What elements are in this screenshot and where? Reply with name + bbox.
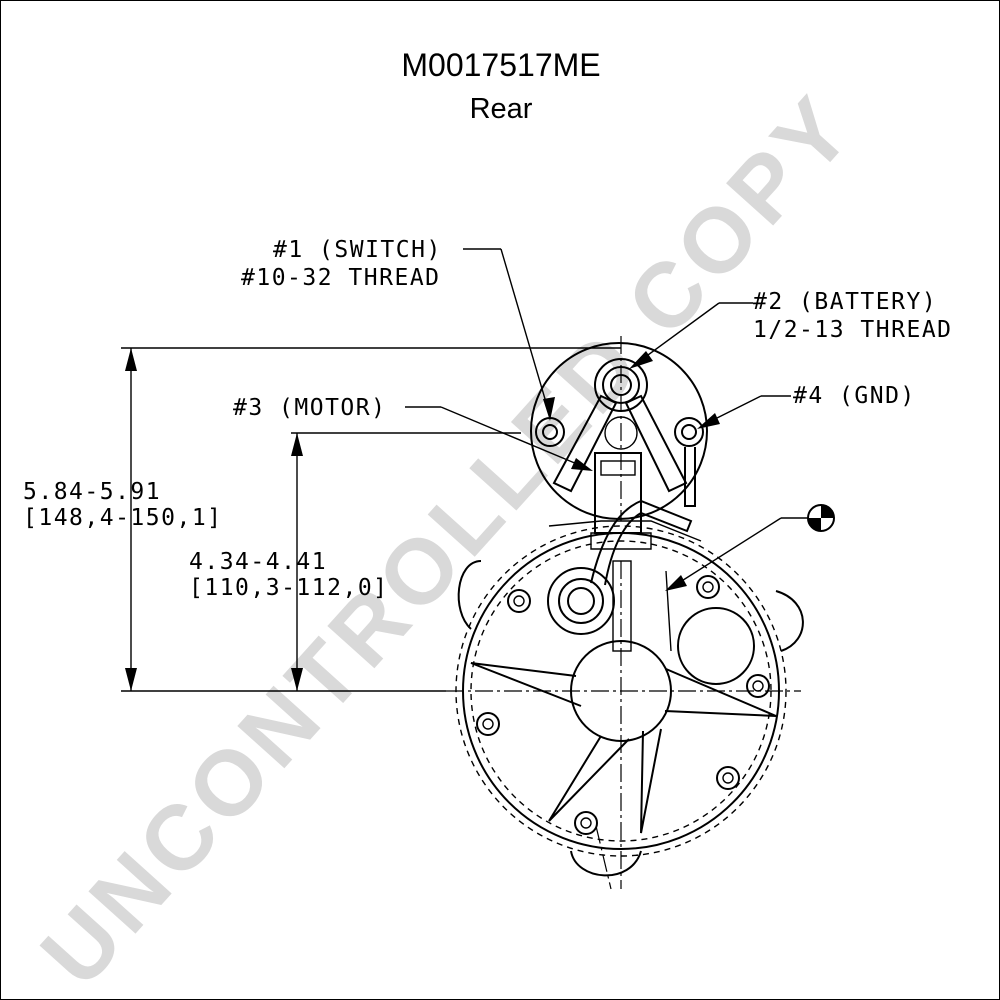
view-label: Rear [470, 93, 533, 125]
ground-terminal [674, 417, 704, 507]
motor-height-dimension [291, 432, 521, 691]
center-of-gravity-symbol [665, 504, 835, 591]
end-frame-arms [470, 560, 777, 834]
mounting-holes [476, 575, 770, 835]
motor-callout-label: #3 (MOTOR) [233, 395, 386, 421]
overall-height-mm: [148,4-150,1] [23, 505, 223, 531]
brush-inspection-boss [677, 607, 755, 685]
battery-callout-label: #2 (BATTERY) [753, 289, 937, 315]
overall-height-dimension [121, 347, 621, 692]
part-number-title: M0017517ME [401, 47, 600, 83]
switch-callout-thread: #10-32 THREAD [241, 265, 441, 291]
ground-callout-label: #4 (GND) [793, 383, 916, 409]
motor-cable [590, 499, 693, 586]
ground-callout-leader [697, 395, 791, 429]
center-lines [446, 336, 801, 890]
motor-housing [455, 520, 804, 877]
switch-callout-label: #1 (SWITCH) [273, 237, 442, 263]
battery-callout-leader [629, 302, 753, 369]
watermark-text: UNCONTROLLED COPY [22, 75, 874, 1000]
motor-height-inch: 4.34-4.41 [189, 549, 327, 575]
battery-callout-thread: 1/2-13 THREAD [753, 317, 953, 343]
switch-callout-leader [463, 248, 555, 421]
overall-height-inch: 5.84-5.91 [23, 479, 161, 505]
motor-callout-leader [405, 406, 593, 471]
motor-terminal [547, 567, 615, 635]
motor-height-mm: [110,3-112,0] [189, 575, 389, 601]
